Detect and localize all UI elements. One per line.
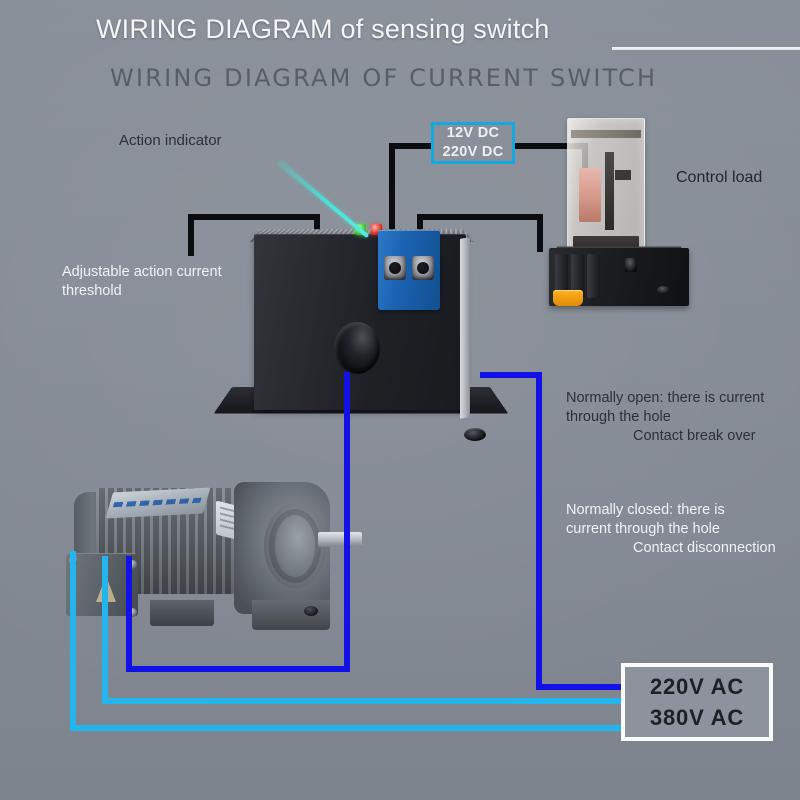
wire-black-dc-to-relay-horz — [512, 143, 588, 149]
wire-black-sensor-left-drop — [314, 214, 320, 240]
annotation-action-indicator: Action indicator — [119, 132, 222, 149]
relay-coil — [579, 168, 601, 222]
motor-foot-left — [150, 600, 214, 626]
ac-voltage-label: 220V AC 380V AC — [621, 663, 773, 741]
dc-voltage-line-2: 220V DC — [442, 144, 504, 160]
terminal-screw-2[interactable] — [412, 256, 434, 280]
wire-blue-motor-vert — [126, 556, 132, 672]
wire-blue-sensor-right-horz — [480, 372, 542, 378]
sensor-foot-hole — [464, 428, 486, 441]
dc-voltage-line-1: 12V DC — [446, 124, 500, 141]
wire-cyan-1-vert — [70, 551, 76, 731]
wire-black-sensor-left-horz — [188, 214, 320, 220]
wire-blue-motor-bottom-horz — [126, 666, 350, 672]
wire-blue-right-vert — [536, 372, 542, 690]
relay-contact-arm — [615, 170, 631, 180]
sensor-side-panel — [460, 237, 470, 419]
socket-terminal-rib-2 — [571, 254, 584, 298]
wire-black-sensor-left-vert — [188, 214, 194, 256]
three-phase-gear-motor[interactable] — [66, 470, 362, 670]
dc-voltage-label: 12V DC 220V DC — [431, 122, 515, 164]
title-underline — [612, 47, 800, 50]
din-rail-clip[interactable] — [553, 290, 583, 306]
action-indicator-led-red — [371, 224, 382, 235]
wire-blue-riser-to-sensor — [344, 372, 350, 672]
motor-label-strip — [105, 487, 211, 519]
wire-cyan-2-vert — [102, 556, 108, 704]
wire-black-relay-socket-drop — [537, 214, 543, 252]
wire-blue-to-ac-box — [536, 684, 628, 690]
wire-cyan-2-horz — [102, 698, 628, 704]
wire-black-terminal-b-horz — [417, 214, 543, 220]
socket-screw — [657, 286, 670, 294]
annotation-contact-break: Contact break over — [633, 428, 756, 444]
relay-armature — [605, 152, 614, 230]
wire-black-terminal-a-vert — [389, 143, 395, 285]
socket-mount-slot — [625, 258, 637, 272]
current-sensing-switch[interactable] — [213, 212, 509, 474]
wire-black-terminal-a-horz — [389, 143, 437, 149]
junction-box-bolt-3 — [128, 608, 137, 617]
motor-foot-right — [252, 600, 330, 630]
ac-voltage-line-1: 220V AC — [649, 673, 745, 699]
wire-cyan-1-horz — [70, 725, 628, 731]
motor-foot-hole — [304, 606, 318, 616]
ac-voltage-line-2: 380V AC — [649, 705, 745, 730]
page-title: WIRING DIAGRAM of sensing switch — [96, 14, 550, 44]
relay-internal-bar — [571, 130, 641, 138]
relay-with-din-socket[interactable] — [549, 118, 689, 306]
sensor-through-hole — [334, 322, 380, 374]
annotation-contact-disconnection: Contact disconnection — [633, 540, 776, 556]
annotation-normally-closed: Normally closed: there is current throug… — [566, 502, 725, 537]
junction-box-bolt-2 — [128, 560, 137, 569]
socket-terminal-rib-1 — [555, 254, 568, 298]
motor-output-shaft — [318, 532, 362, 547]
terminal-screw-1[interactable] — [384, 256, 406, 280]
socket-terminal-rib-3 — [587, 254, 600, 298]
gearbox-face-ring — [264, 504, 326, 588]
annotation-normally-open: Normally open: there is current through … — [566, 390, 765, 425]
annotation-control-load: Control load — [676, 169, 763, 186]
annotation-threshold: Adjustable action current threshold — [62, 264, 222, 299]
page-subtitle: WIRING DIAGRAM OF CURRENT SWITCH — [110, 64, 658, 92]
